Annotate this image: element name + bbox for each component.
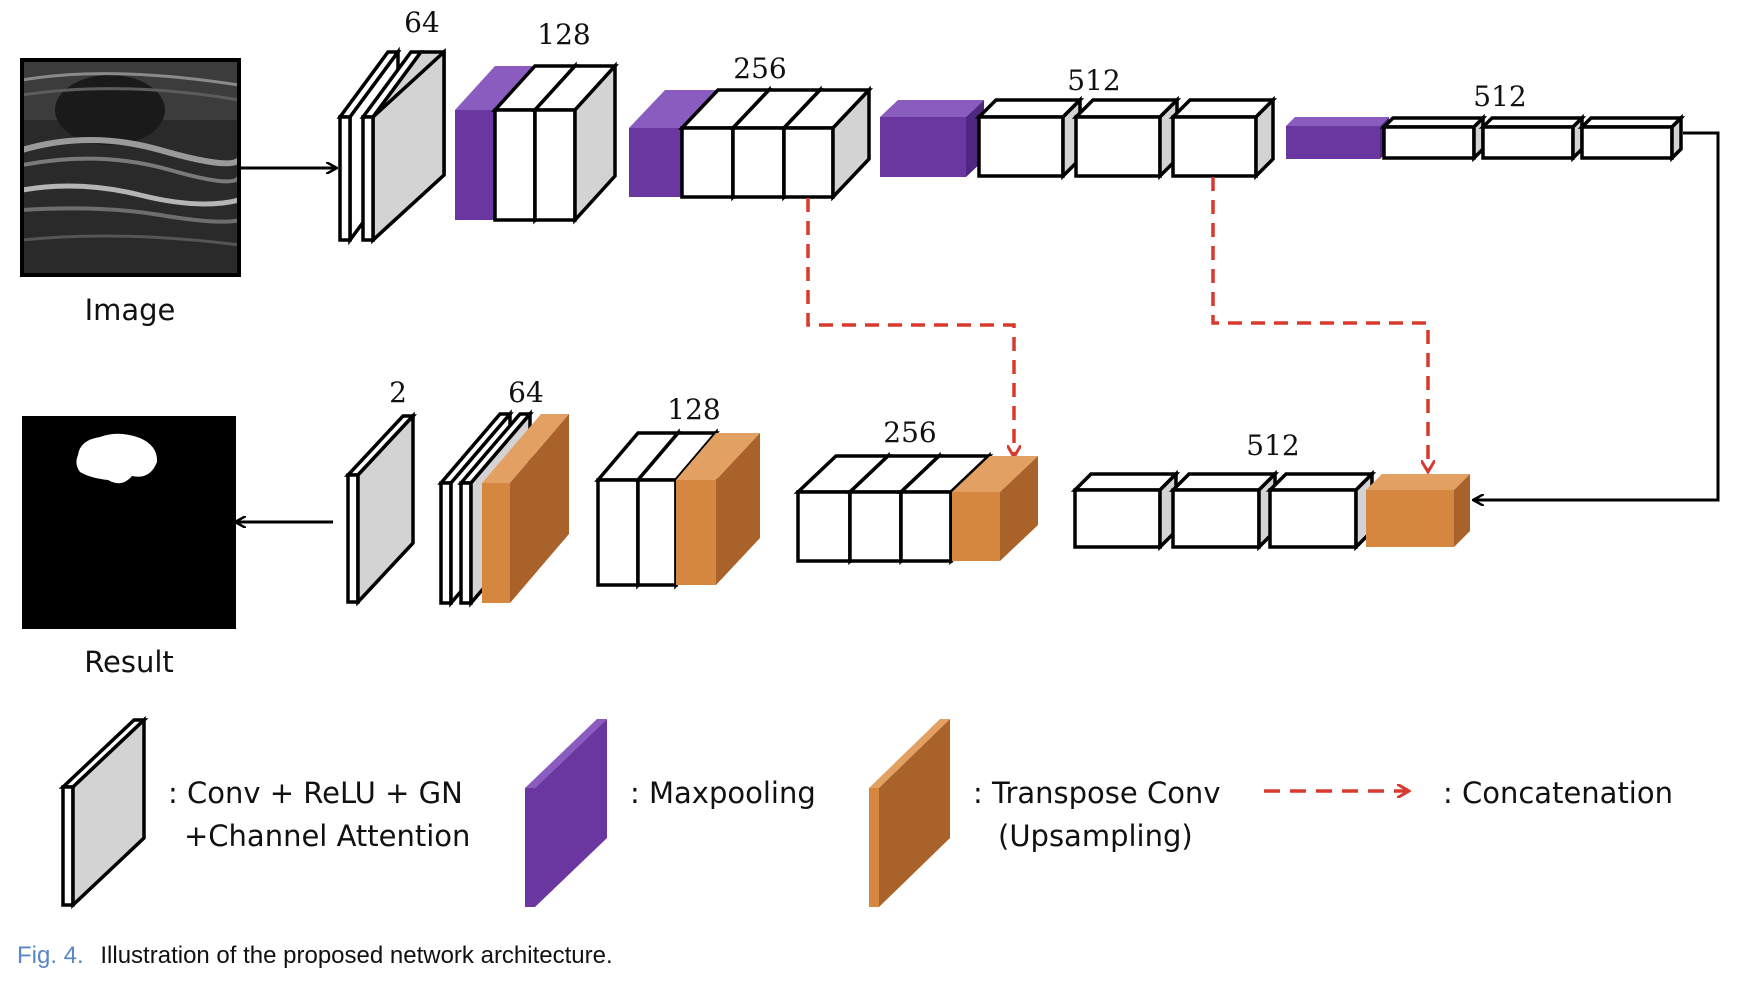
legend-conv-icon bbox=[58, 715, 149, 910]
decoder-256-conv-blocks bbox=[793, 451, 994, 566]
encoder-128-conv-blocks bbox=[491, 61, 619, 225]
decoder-64-label: 64 bbox=[508, 376, 544, 409]
legend-maxpool-icon bbox=[525, 719, 607, 907]
decoder-128-label: 128 bbox=[667, 393, 720, 426]
decoder-512-label: 512 bbox=[1246, 429, 1299, 462]
result-segmentation-mask bbox=[22, 416, 236, 629]
decoder-2-conv-block bbox=[343, 411, 418, 607]
decoder-64-upsample-block bbox=[482, 414, 569, 603]
encoder-bottleneck-maxpool-block bbox=[1286, 117, 1389, 159]
input-ultrasound-image bbox=[22, 60, 239, 275]
encoder-512-label-a: 512 bbox=[1067, 64, 1120, 97]
legend-transpose-line1: : Transpose Conv bbox=[973, 776, 1220, 810]
skip-connection-512-arrow bbox=[1211, 177, 1428, 471]
encoder-512-label-b: 512 bbox=[1473, 80, 1526, 113]
encoder-512-maxpool-block bbox=[880, 100, 984, 177]
decoder-128-upsample-block bbox=[676, 433, 760, 585]
encoder-64-label: 64 bbox=[404, 6, 440, 39]
decoder-256-upsample-block bbox=[952, 456, 1038, 561]
legend-conv-line1: : Conv + ReLU + GN bbox=[168, 776, 463, 810]
decoder-512-upsample-block bbox=[1366, 474, 1470, 547]
encoder-128-label: 128 bbox=[537, 18, 590, 51]
decoder-256-label: 256 bbox=[883, 416, 936, 449]
encoder-512-conv-blocks bbox=[974, 95, 1278, 181]
encoder-256-conv-blocks bbox=[677, 85, 874, 202]
figure-number: Fig. 4. bbox=[17, 942, 84, 969]
result-label: Result bbox=[84, 645, 174, 679]
legend: : Conv + ReLU + GN +Channel Attention : … bbox=[58, 715, 1673, 910]
legend-conv-line2: +Channel Attention bbox=[184, 819, 470, 853]
bottleneck-connector-arrow bbox=[1474, 131, 1720, 500]
legend-transpose-line2: (Upsampling) bbox=[998, 819, 1193, 853]
image-label: Image bbox=[85, 293, 176, 327]
legend-concat-label: : Concatenation bbox=[1443, 776, 1673, 810]
legend-upsample-icon bbox=[869, 719, 950, 907]
encoder-bottleneck-conv-blocks bbox=[1379, 113, 1686, 163]
figure-caption: Fig. 4. Illustration of the proposed net… bbox=[17, 942, 613, 970]
encoder-64-conv-block bbox=[336, 46, 446, 246]
legend-maxpool-label: : Maxpooling bbox=[630, 776, 816, 810]
encoder-256-label: 256 bbox=[733, 52, 786, 85]
figure-caption-text: Illustration of the proposed network arc… bbox=[100, 942, 613, 969]
skip-connection-256-arrow bbox=[806, 198, 1014, 456]
decoder-2-label: 2 bbox=[389, 376, 407, 409]
decoder-512-conv-blocks bbox=[1070, 469, 1377, 552]
